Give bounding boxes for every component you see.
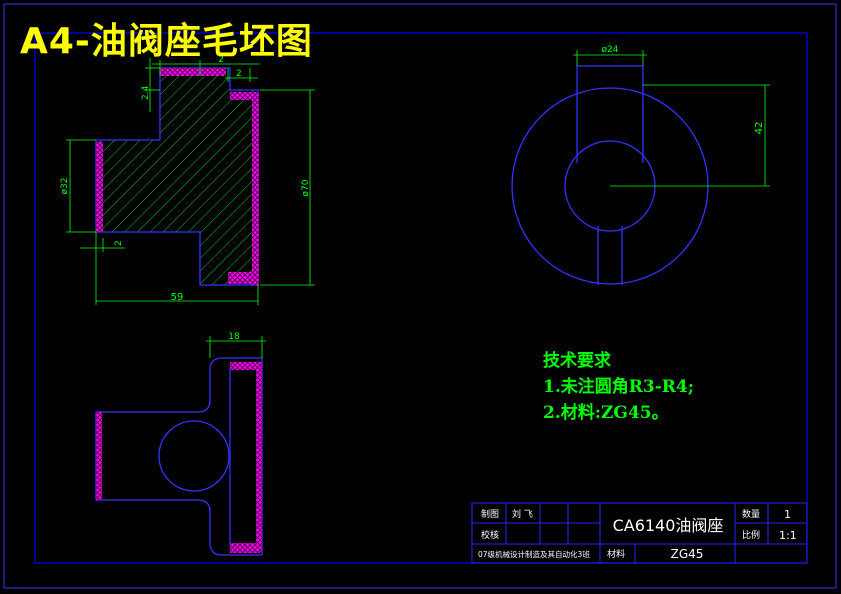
tb-drawn-name: 刘 飞	[512, 508, 533, 520]
dim-top-notch: 2	[236, 69, 242, 79]
outer-frame	[3, 3, 837, 589]
boss-outline	[576, 65, 644, 163]
allowance-left	[96, 142, 103, 232]
tb-qty-label: 数量	[742, 508, 760, 520]
dim-bottom-small: 2	[114, 240, 124, 246]
notes-line-1: 1.未注圆角R3-R4;	[543, 377, 694, 397]
dim-big-dia: ø70	[301, 179, 311, 196]
slot-outline	[597, 226, 623, 285]
bottom-allowance-bottom	[230, 543, 260, 553]
bottom-outline	[95, 357, 263, 556]
dim-top-view-height: 42	[754, 122, 765, 135]
technical-requirements: 技术要求 1.未注圆角R3-R4; 2.材料:ZG45。	[543, 348, 694, 426]
bottom-allowance-left	[96, 412, 102, 500]
dim-top-width: 2	[218, 55, 224, 65]
tb-scale-label: 比例	[742, 529, 760, 541]
dim-bottom-view-len: 18	[228, 332, 240, 342]
bottom-allowance-right	[256, 362, 262, 552]
dim-top-view-width: ø24	[602, 45, 619, 55]
title-block: 制图 刘 飞 校核 CA6140油阀座 数量 1 比例 1:1 07级机械设计制…	[471, 502, 808, 564]
allowance-right	[252, 92, 259, 285]
tb-part-name: CA6140油阀座	[613, 516, 724, 535]
tb-school: 07级机械设计制造及其自动化3班	[478, 549, 590, 559]
tb-check-label: 校核	[481, 529, 499, 541]
tb-scale-value: 1:1	[779, 529, 797, 542]
dim-top-step: 2.4	[141, 85, 151, 100]
allowance-top	[160, 68, 226, 76]
allowance-bottom	[228, 272, 258, 284]
tb-material-value: ZG45	[671, 547, 704, 561]
notes-heading: 技术要求	[543, 351, 611, 371]
bottom-view: 18	[95, 332, 266, 556]
dim-overall-len: 59	[171, 292, 184, 303]
bottom-allowance-top	[230, 362, 260, 370]
dim-left-dia: ø32	[60, 178, 70, 195]
bottom-bore	[158, 420, 230, 492]
inner-frame	[34, 32, 808, 564]
tb-qty-value: 1	[784, 508, 791, 521]
notes-line-2: 2.材料:ZG45。	[543, 403, 669, 423]
side-view: ø24 42	[511, 45, 770, 285]
front-section-view: 2 2 2.4 ø70 ø32 2 59	[60, 55, 315, 305]
drawing-title: A4-油阀座毛坯图	[20, 21, 313, 62]
allowance-notch	[230, 92, 256, 100]
tb-drawn-label: 制图	[481, 508, 499, 520]
section-hatch-fill	[95, 67, 259, 286]
tb-material-label: 材料	[607, 548, 625, 560]
